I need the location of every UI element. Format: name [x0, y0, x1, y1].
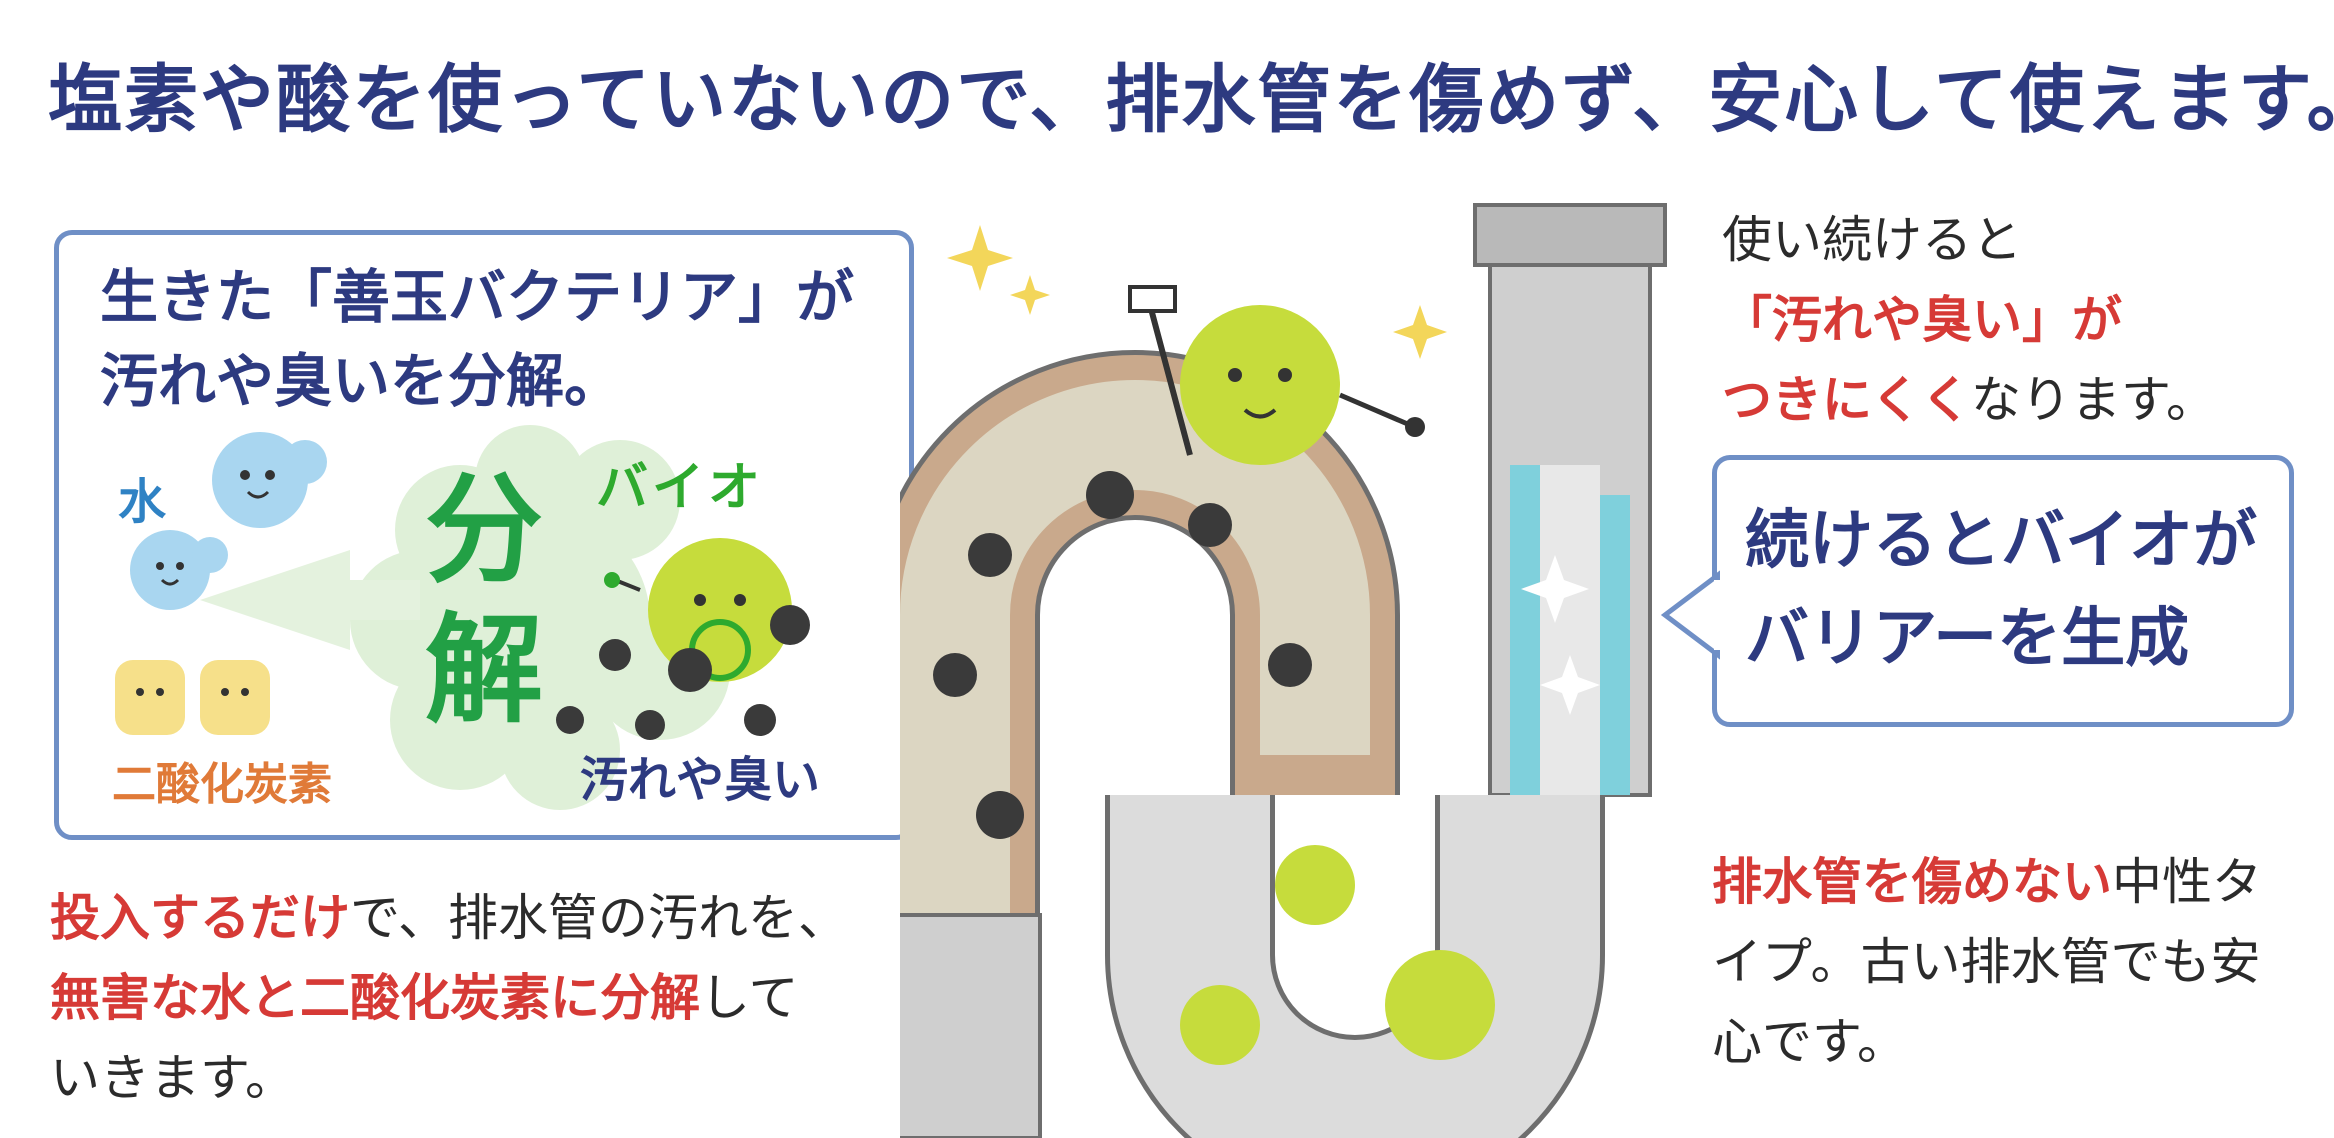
- dirt-odor-label: 汚れや臭い: [580, 752, 821, 808]
- sparkle-icon: [947, 225, 1447, 359]
- callout-title-line1: 生きた「善玉バクテリア」が: [100, 263, 855, 331]
- page-headline: 塩素や酸を使っていないので、排水管を傷めず、安心して使えます。: [48, 57, 2334, 143]
- bio-bacteria-icon: [1128, 285, 1425, 465]
- decompose-big-label: 分解: [425, 461, 544, 739]
- bottom-left-l1-rest: で、排水管の汚れを、: [350, 889, 848, 947]
- water-label: 水: [118, 474, 167, 530]
- bottom-left-l2-red: 無害な水と二酸化炭素に分解: [50, 969, 700, 1027]
- co2-character-icon: [115, 660, 270, 735]
- drain-pipe-illustration: [900, 203, 1667, 1138]
- barrier-callout-line1: 続けるとバイオが: [1745, 504, 2257, 578]
- decomposition-illustration: [115, 425, 810, 810]
- top-right-l3-rest: なります。: [1971, 371, 2216, 429]
- bottom-left-l3: いきます。: [50, 1049, 295, 1107]
- barrier-callout-line2: バリアーを生成: [1745, 602, 2190, 676]
- top-right-l1: 使い続けると: [1722, 211, 2022, 269]
- bottom-right-l2: イプ。古い排水管でも安: [1712, 933, 2261, 991]
- top-right-l3-red: つきにくく: [1722, 371, 1971, 429]
- bottom-left-text: 投入するだけで、排水管の汚れを、 無害な水と二酸化炭素に分解して いきます。: [50, 878, 848, 1118]
- barrier-lining-right: [1600, 495, 1630, 795]
- bio-label: バイオ: [596, 458, 765, 518]
- pipe-left-vertical: [900, 913, 1042, 1138]
- dirt-particle-icon: [556, 605, 810, 740]
- decomposition-cloud: [350, 425, 730, 810]
- bottom-right-l1-rest: 中性タ: [2112, 853, 2262, 911]
- barrier-sparkle-icon: [1521, 555, 1600, 715]
- callout-title: 生きた「善玉バクテリア」が 汚れや臭いを分解。: [100, 255, 854, 423]
- bio-bacteria-small-icon: [1180, 845, 1495, 1065]
- bottom-left-l1-red: 投入するだけ: [50, 889, 350, 947]
- barrier-lining-left: [1510, 465, 1540, 795]
- bottom-right-text: 排水管を傷めない中性タ イプ。古い排水管でも安 心です。: [1712, 842, 2262, 1082]
- callout-tail-right: [1660, 570, 1720, 660]
- bottom-right-l1-red: 排水管を傷めない: [1712, 853, 2112, 911]
- bottom-right-l3: 心です。: [1712, 1013, 1907, 1071]
- top-right-l2-red: 「汚れや臭い」が: [1722, 291, 2122, 349]
- barrier-callout: [1712, 455, 2294, 727]
- co2-label: 二酸化炭素: [112, 759, 332, 810]
- callout-title-line2: 汚れや臭いを分解。: [100, 347, 623, 415]
- water-character-icon: [130, 432, 327, 610]
- pipe-u-bend: [1110, 795, 1600, 1138]
- pipe-cap: [1473, 203, 1667, 267]
- arrow-left-icon: [200, 550, 420, 650]
- top-right-text: 使い続けると 「汚れや臭い」が つきにくくなります。: [1722, 200, 2216, 440]
- bottom-left-l2-rest: して: [700, 969, 799, 1027]
- pipe-dirt-layer: [900, 380, 1370, 915]
- dirt-particle-icon: [933, 471, 1312, 839]
- barrier-callout-text: 続けるとバイオが バリアーを生成: [1745, 492, 2257, 688]
